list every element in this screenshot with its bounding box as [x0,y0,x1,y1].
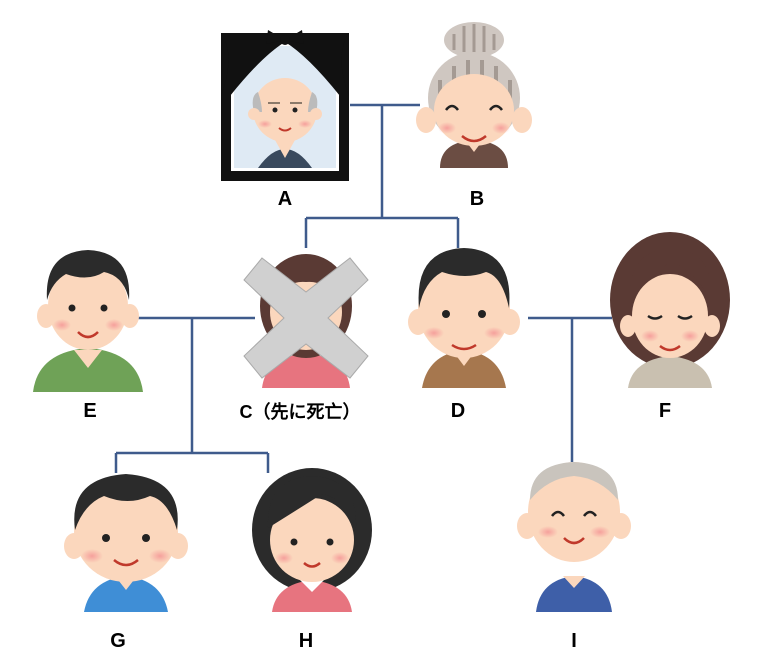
woman-icon [610,232,730,388]
girl-icon [252,468,372,612]
man-green-shirt-icon [33,250,143,392]
label-c: C（先に死亡） [239,402,361,422]
label-h: H [298,630,314,652]
boy-icon [64,474,188,612]
bald-boy-icon [517,462,631,612]
label-i: I [571,630,577,652]
grandfather-memorial-portrait-icon [221,30,349,181]
man-icon [408,248,520,388]
woman-crossed-out-icon [243,254,369,388]
label-a: A [277,188,293,210]
label-g: G [110,630,126,652]
label-b: B [469,188,485,210]
grandmother-icon [416,22,532,168]
children-line-ec-to-gh [114,318,270,473]
label-d: D [450,400,466,422]
connector-lines [114,103,612,473]
children-line-ab-to-cd [304,105,460,248]
label-f: F [658,400,672,422]
label-e: E [83,400,97,422]
cross-mark [243,257,369,379]
